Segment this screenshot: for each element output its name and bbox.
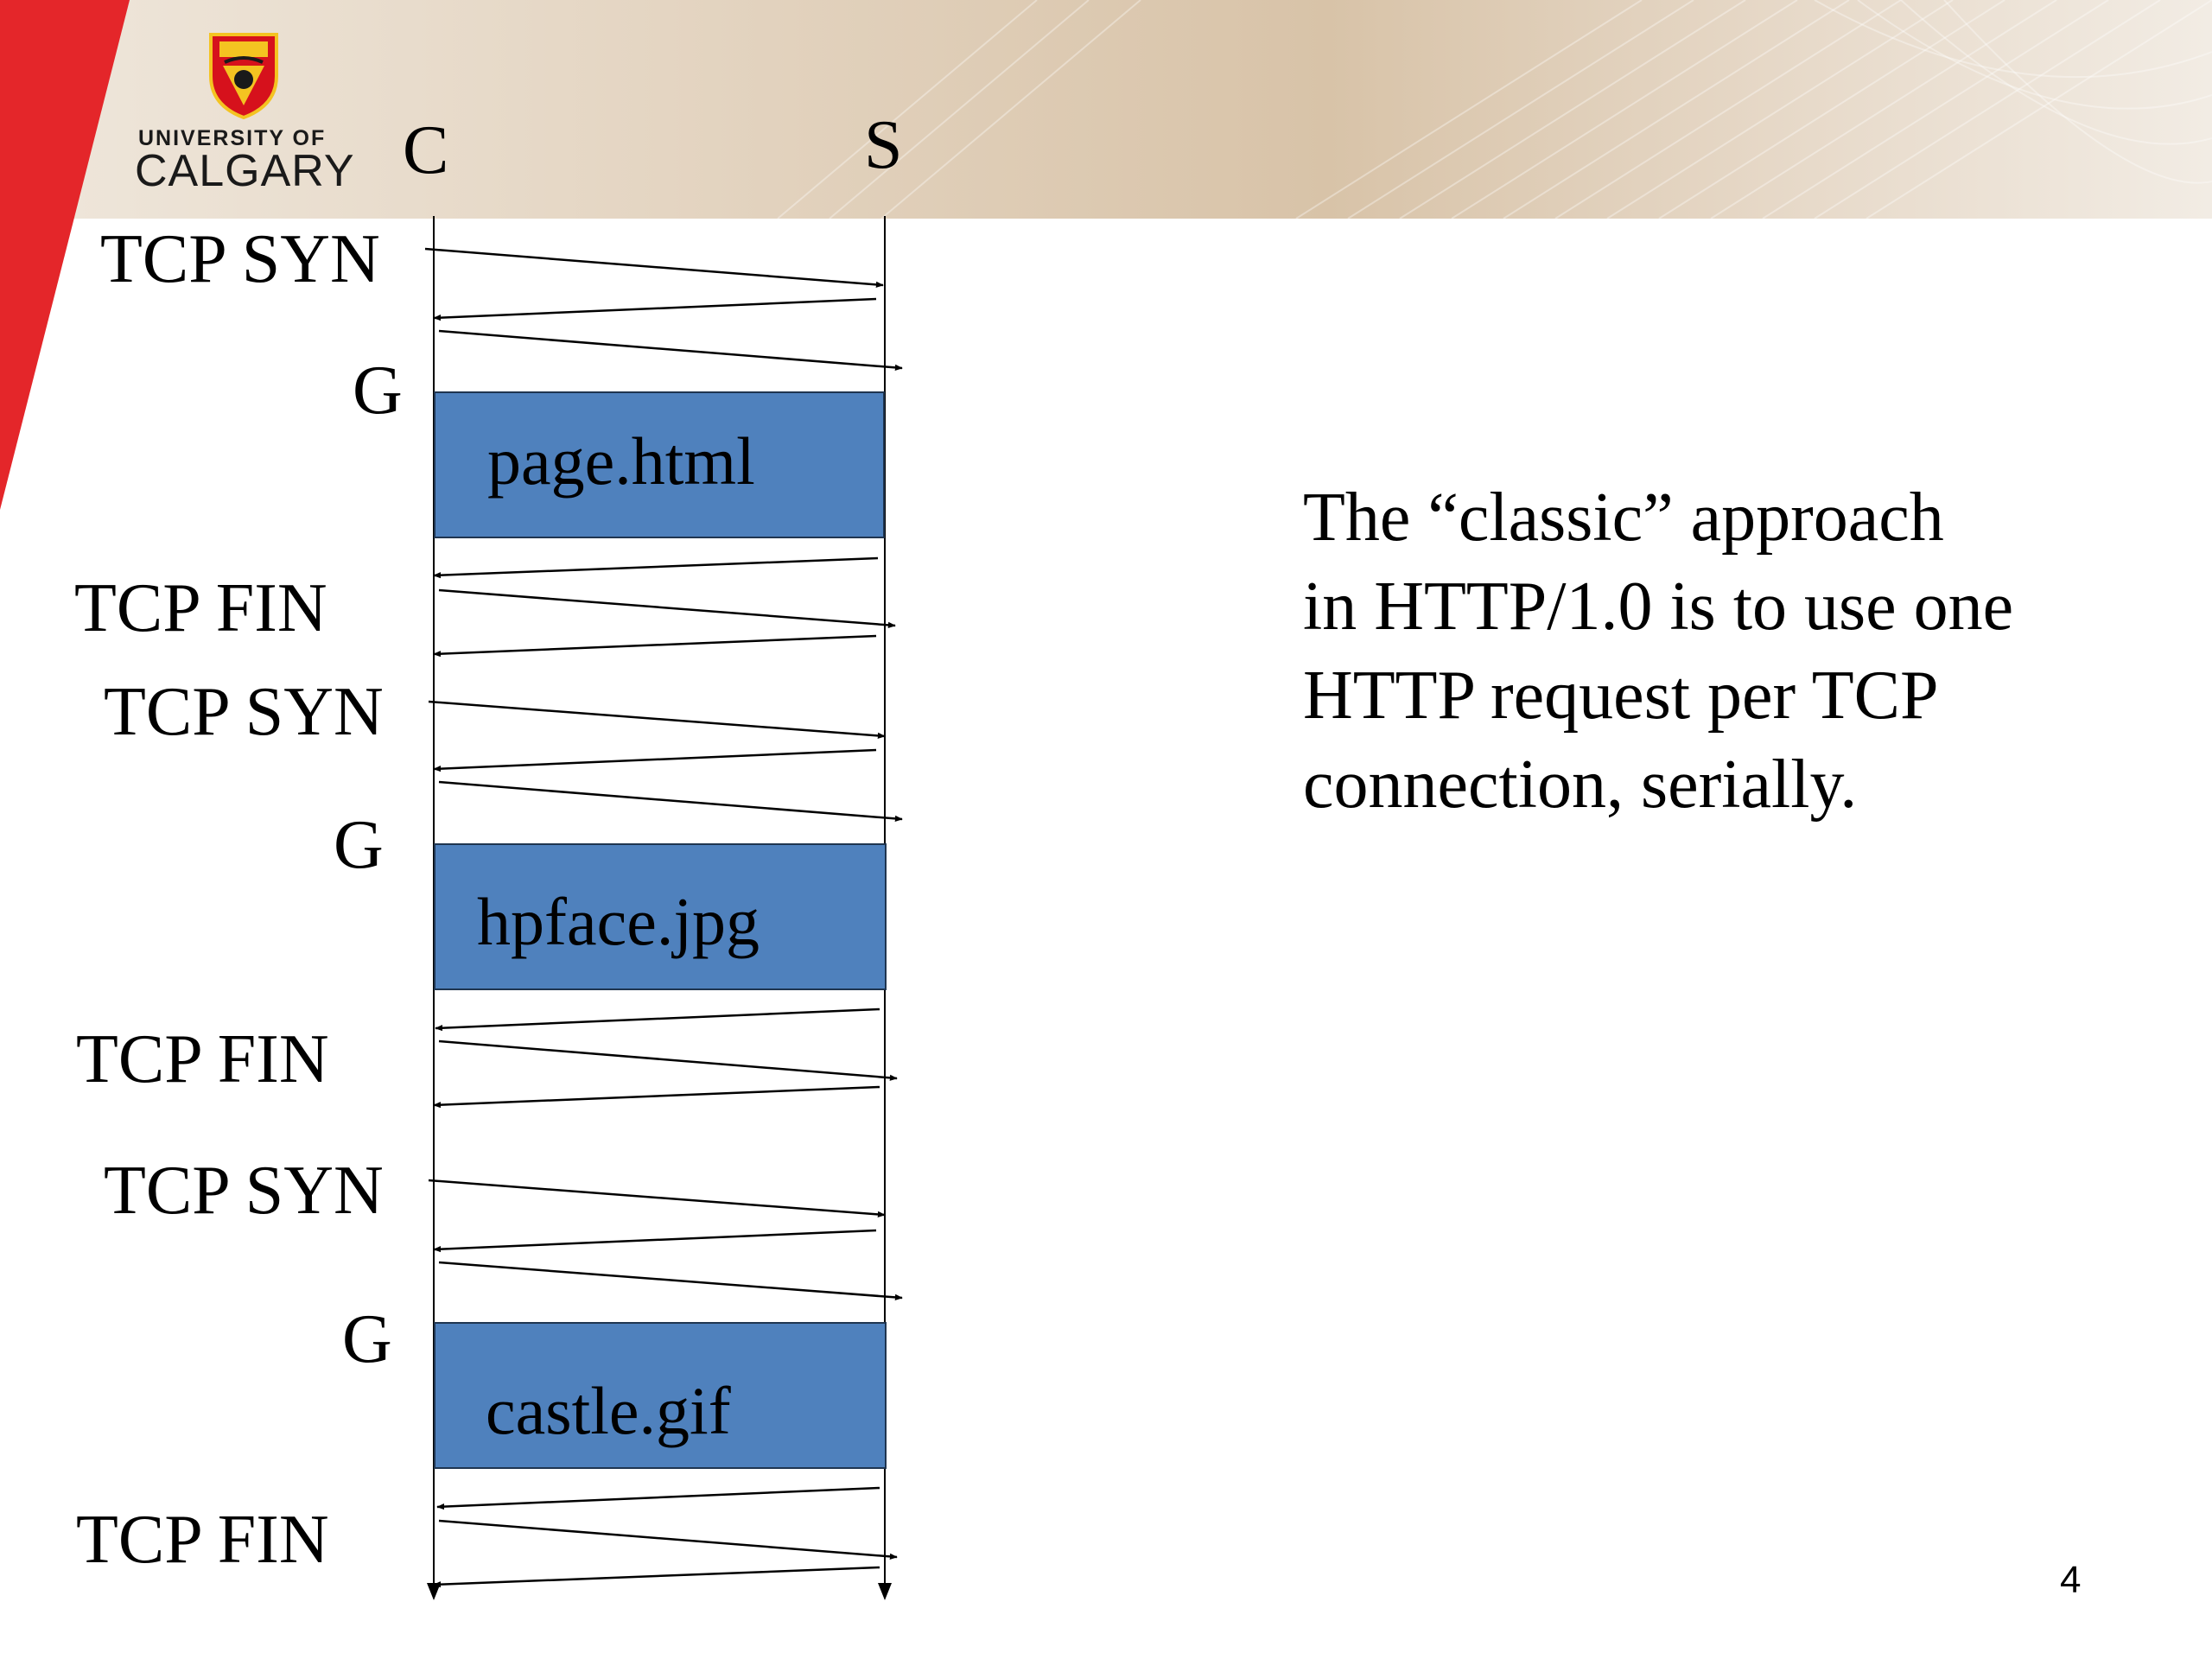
object-label-1: page.html bbox=[487, 423, 755, 499]
client-column-label: C bbox=[403, 112, 449, 188]
logo-line-1: UNIVERSITY OF bbox=[138, 126, 327, 150]
crest-icon bbox=[209, 33, 278, 119]
message-arrow-fin-3 bbox=[436, 1486, 880, 1510]
message-arrow-fin-1 bbox=[433, 556, 879, 579]
message-arrow-syn-2 bbox=[428, 700, 886, 739]
tcp-syn-label-3: TCP SYN bbox=[104, 1153, 384, 1229]
get-label-1: G bbox=[353, 353, 403, 429]
description-text: The “classic” approach in HTTP/1.0 is to… bbox=[1303, 474, 2133, 830]
tcp-fin-label-3: TCP FIN bbox=[76, 1502, 329, 1578]
message-arrow-ack-1 bbox=[438, 329, 903, 371]
page-number: 4 bbox=[2060, 1559, 2082, 1601]
description-line-4: connection, serially. bbox=[1303, 747, 1858, 823]
object-label-3: castle.gif bbox=[486, 1373, 731, 1448]
server-column-label: S bbox=[864, 107, 903, 183]
header-pattern bbox=[777, 0, 2212, 219]
object-bar-2 bbox=[434, 843, 887, 990]
message-arrow-final-ack-1 bbox=[433, 634, 877, 658]
message-arrow-final-ack-3 bbox=[433, 1566, 880, 1588]
tcp-fin-label-2: TCP FIN bbox=[76, 1021, 329, 1097]
message-arrow-fin-ack-3 bbox=[438, 1519, 898, 1560]
message-arrow-syn-ack-3 bbox=[433, 1229, 877, 1253]
get-label-2: G bbox=[334, 807, 384, 883]
description-line-3: HTTP request per TCP bbox=[1303, 658, 1939, 734]
tcp-fin-label-1: TCP FIN bbox=[74, 570, 327, 646]
message-arrow-fin-ack-2 bbox=[438, 1039, 898, 1081]
message-arrow-final-ack-2 bbox=[433, 1085, 880, 1109]
message-arrow-fin-2 bbox=[435, 1007, 880, 1032]
red-wedge bbox=[0, 0, 130, 510]
get-label-3: G bbox=[342, 1301, 392, 1377]
university-logo: UNIVERSITY OF CALGARY bbox=[135, 31, 363, 196]
message-arrow-fin-ack-1 bbox=[438, 588, 896, 628]
tcp-syn-label-2: TCP SYN bbox=[104, 674, 384, 750]
tcp-syn-label-1: TCP SYN bbox=[100, 221, 380, 297]
message-arrow-syn-1 bbox=[424, 247, 884, 288]
header-band bbox=[0, 0, 2212, 219]
logo-line-2: CALGARY bbox=[135, 146, 355, 196]
message-arrow-syn-ack-1 bbox=[433, 297, 877, 321]
message-arrow-ack-3 bbox=[438, 1261, 903, 1300]
message-arrow-ack-2 bbox=[438, 780, 903, 822]
message-arrow-syn-3 bbox=[428, 1179, 886, 1217]
message-arrow-syn-ack-2 bbox=[433, 748, 877, 772]
description-line-2: in HTTP/1.0 is to use one bbox=[1303, 569, 2014, 645]
object-bar-3 bbox=[434, 1322, 887, 1469]
object-label-2: hpface.jpg bbox=[477, 884, 760, 959]
description-line-1: The “classic” approach bbox=[1303, 480, 1944, 556]
object-bar-1 bbox=[434, 391, 885, 538]
